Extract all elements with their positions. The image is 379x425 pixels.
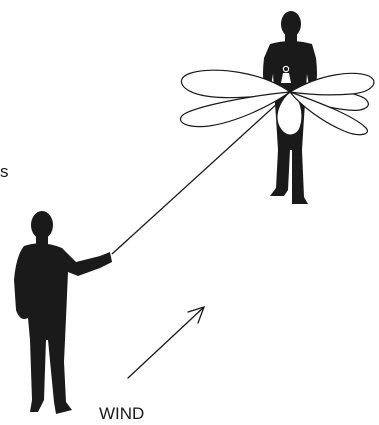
cropped-label-fragment: s — [0, 163, 9, 180]
arrow-icon — [128, 307, 204, 378]
person-flying-silhouette — [14, 211, 112, 414]
wind-label: WIND — [99, 405, 144, 422]
